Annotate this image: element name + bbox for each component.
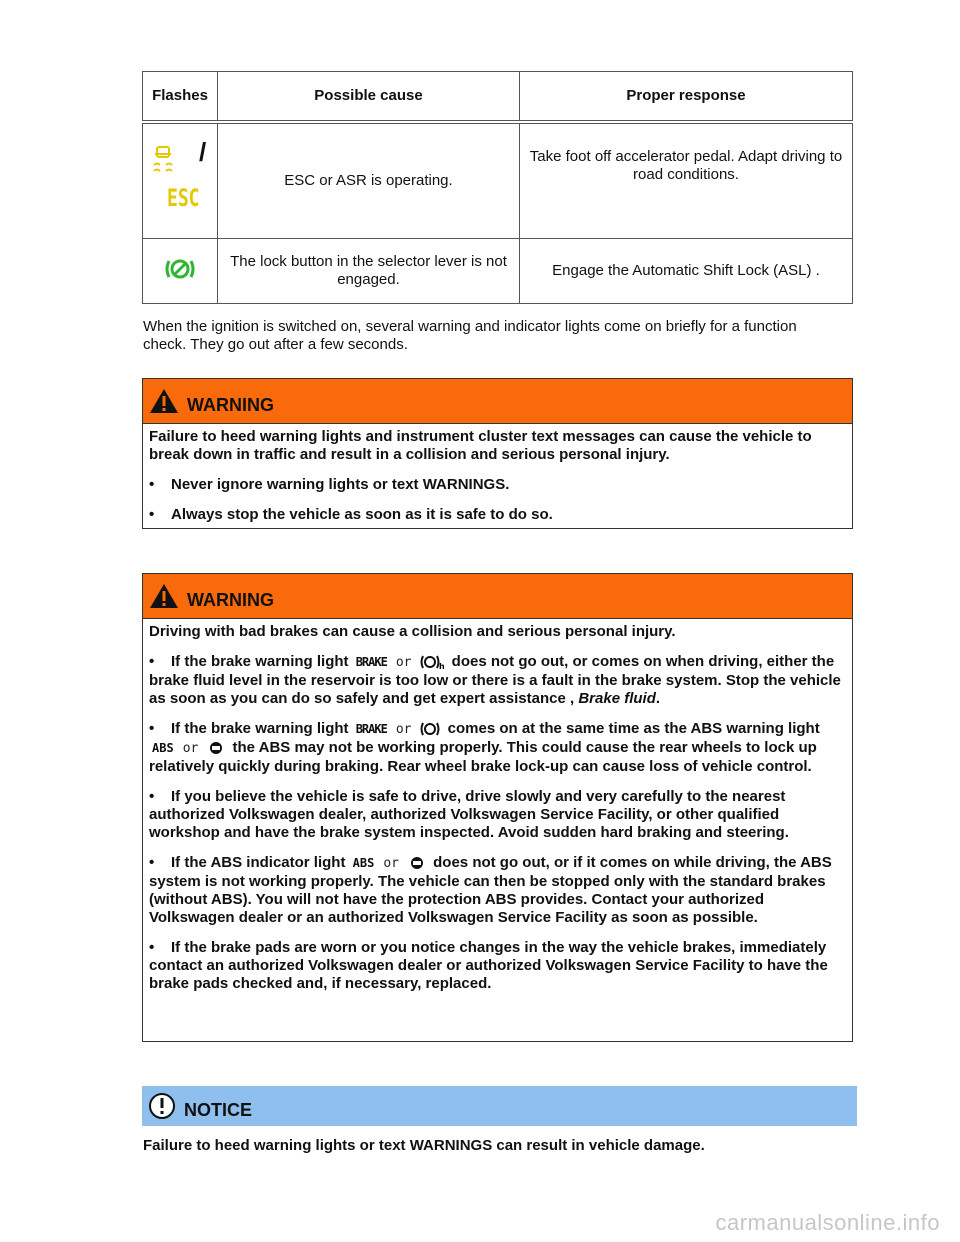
- flashes-cell: / ESC: [142, 121, 218, 239]
- table-header-row: Flashes Possible cause Proper response: [142, 71, 853, 124]
- watermark: carmanualsonline.info: [715, 1210, 940, 1235]
- table-row: / ESC ESC or ASR is operating. Take foot…: [142, 121, 853, 239]
- svg-text:h: h: [439, 662, 444, 670]
- abs-circle-icon: [210, 742, 223, 755]
- bullet-text: does not go out, or comes on when drivin…: [149, 653, 841, 707]
- list-item: • If the brake warning light BRAKE or h doe…: [149, 653, 846, 708]
- shift-lock-icon: [165, 259, 195, 278]
- intro-paragraph: When the ignition is switched on, severa…: [143, 318, 797, 353]
- bullet-text: If the brake pads are worn or you notice…: [149, 939, 828, 992]
- bullet-text: the ABS may not be working properly. Thi…: [149, 739, 817, 775]
- bullet-icon: •: [149, 506, 155, 523]
- slash-separator: /: [199, 137, 207, 167]
- warning-body: Driving with bad brakes can cause a coll…: [143, 619, 852, 1007]
- col-header-cause: Possible cause: [217, 71, 520, 124]
- bullet-text: does not go out, or if it comes on while…: [149, 854, 832, 926]
- notice-title: NOTICE: [184, 1099, 253, 1120]
- abs-symbol: ABS: [152, 741, 174, 756]
- bullet-text: If the brake warning light: [171, 653, 349, 670]
- list-item: •If the brake pads are worn or you notic…: [149, 939, 846, 993]
- warning-box-2: WARNING Driving with bad brakes can caus…: [142, 573, 853, 1042]
- warning-header: WARNING: [143, 574, 852, 619]
- abs-symbol: ABS: [352, 856, 375, 871]
- or-text: or: [383, 856, 399, 871]
- response-cell: Engage the Automatic Shift Lock (ASL) .: [519, 238, 853, 304]
- indicator-table: Flashes Possible cause Proper response /…: [142, 71, 853, 304]
- or-text: or: [395, 722, 412, 737]
- cause-cell: ESC or ASR is operating.: [217, 121, 520, 239]
- bullet-icon: •: [149, 720, 155, 737]
- warning-triangle-icon: [150, 584, 178, 608]
- bullet-text: Never ignore warning lights or text WARN…: [171, 476, 510, 493]
- cause-cell: The lock button in the selector lever is…: [217, 238, 520, 304]
- sentence-end: .: [655, 690, 661, 707]
- col-header-flashes: Flashes: [142, 71, 218, 124]
- warning-triangle-icon: [150, 389, 178, 413]
- bullet-icon: •: [149, 854, 155, 871]
- brake-symbol: BRAKE: [355, 722, 388, 737]
- bullet-text: comes on at the same time as the ABS war…: [447, 720, 820, 737]
- list-item: • Never ignore warning lights or text WAR…: [149, 476, 846, 494]
- notice-header: NOTICE: [142, 1086, 857, 1126]
- bullet-text: Always stop the vehicle as soon as it is…: [171, 506, 553, 523]
- list-item: • If the ABS indicator light ABS or does n…: [149, 854, 846, 927]
- bullet-text: If the brake warning light: [171, 720, 349, 737]
- brake-circle-icon: [420, 722, 440, 736]
- notice-icon: [149, 1093, 175, 1119]
- warning-title: WARNING: [187, 394, 274, 415]
- brake-symbol: BRAKE: [355, 655, 388, 670]
- flashes-cell: [142, 238, 218, 304]
- bullet-icon: •: [149, 653, 155, 670]
- bullet-text: If you believe the vehicle is safe to dr…: [149, 788, 789, 841]
- response-cell: Take foot off accelerator pedal. Adapt d…: [519, 121, 853, 239]
- abs-circle-icon: [410, 857, 423, 870]
- esc-icon: ESC: [167, 184, 200, 212]
- brake-circle-icon: h: [420, 655, 444, 670]
- bullet-icon: •: [149, 476, 155, 493]
- table-row: The lock button in the selector lever is…: [142, 238, 853, 304]
- list-item: •If you believe the vehicle is safe to d…: [149, 788, 846, 842]
- bullet-icon: •: [149, 939, 155, 956]
- warning-title: WARNING: [187, 589, 274, 610]
- esc-skid-icon: [153, 146, 173, 172]
- warning-box-1: WARNING Failure to heed warning lights a…: [142, 378, 853, 529]
- col-header-response: Proper response: [519, 71, 853, 124]
- warning-text: Failure to heed warning lights and instr…: [149, 428, 812, 463]
- bullet-icon: •: [149, 788, 155, 805]
- brake-fluid-link[interactable]: Brake fluid: [578, 690, 656, 707]
- warning-text: Driving with bad brakes can cause a coll…: [149, 623, 676, 640]
- or-text: or: [395, 655, 412, 670]
- list-item: • If the brake warning light BRAKE or come…: [149, 720, 846, 776]
- or-text: or: [182, 741, 199, 756]
- warning-header: WARNING: [143, 379, 852, 424]
- list-item: • Always stop the vehicle as soon as it i…: [149, 506, 846, 524]
- warning-body: Failure to heed warning lights and instr…: [143, 424, 852, 538]
- notice-text: Failure to heed warning lights or text W…: [143, 1137, 705, 1154]
- bullet-text: If the ABS indicator light: [171, 854, 346, 871]
